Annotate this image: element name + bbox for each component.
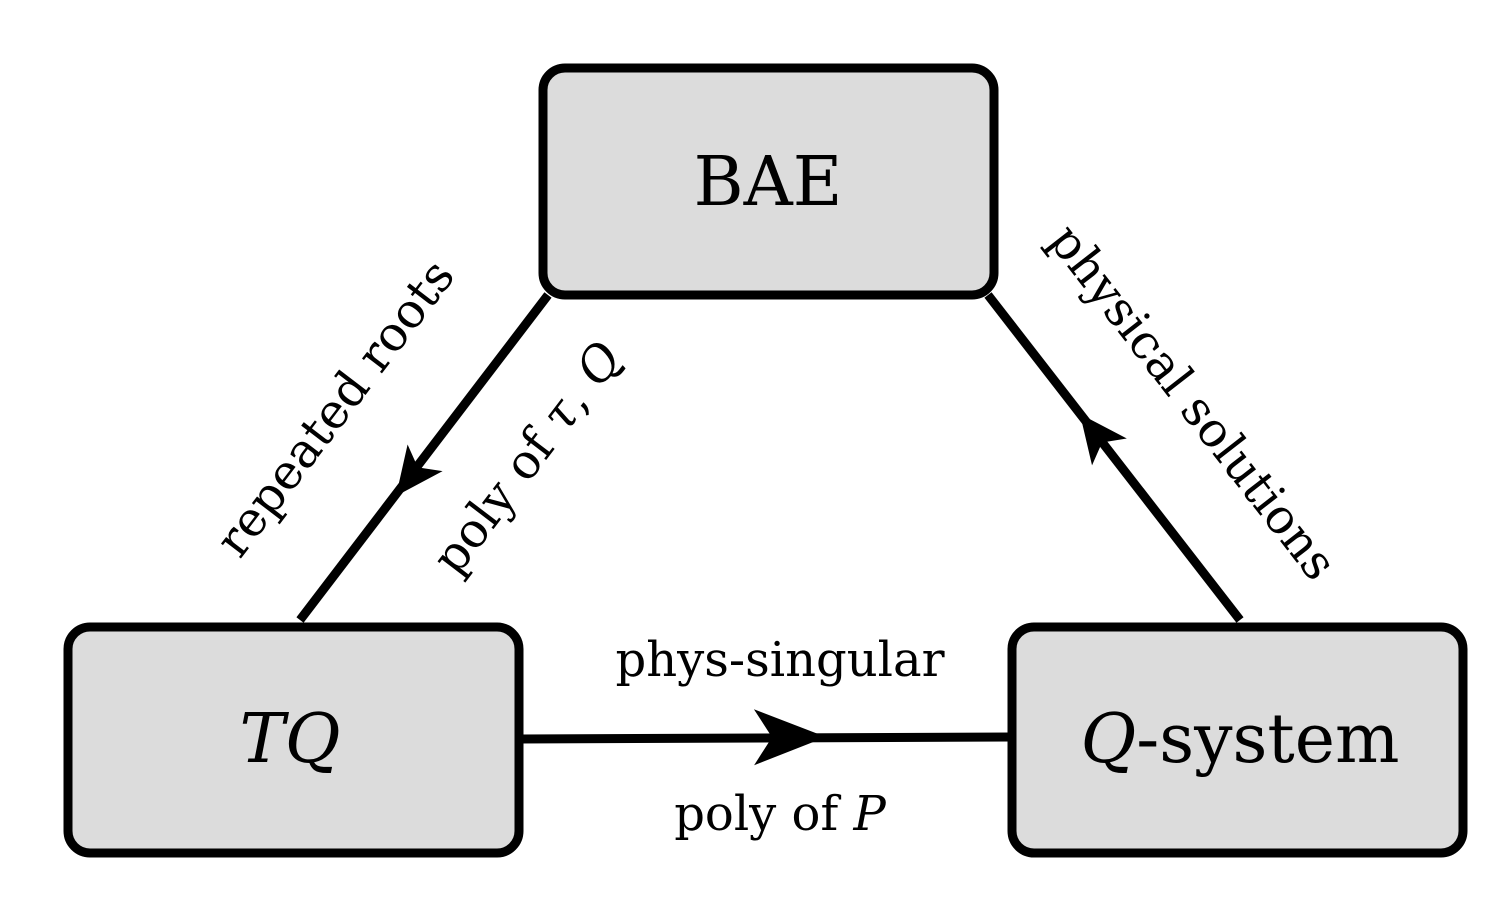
node-tq-box [63,622,524,858]
edge-label-p: P [852,786,886,842]
edge-tq-to-qsystem-line [519,732,1013,744]
edge-label-physical-solutions: physical solutions [1038,214,1348,591]
edge-label-poly-of-p-prefix: poly of [674,786,853,842]
node-bae: BAE [538,63,999,300]
node-qsystem-label-rest: -system [1136,700,1399,779]
node-qsystem: Q-system [1007,622,1468,858]
node-qsystem-label-var: Q [1081,700,1137,779]
edge-qsystem-to-bae-line [984,292,1244,623]
edge-label-poly-of-tau-q: poly of τ, Q [421,332,633,585]
edge-label-phys-singular: phys-singular [615,632,944,688]
edge-qsystem-to-bae [984,292,1244,623]
edge-tq-to-qsystem [519,709,1013,766]
edge-bae-to-tq-line [296,292,552,623]
node-tq-label: TQ [239,700,340,779]
edge-qsystem-to-bae-arrowhead [1080,414,1127,466]
edge-bae-to-tq [296,292,552,623]
edge-label-repeated-roots: repeated roots [205,249,466,567]
edge-tq-to-qsystem-arrowhead [753,709,826,766]
node-bae-label: BAE [694,143,843,222]
edge-bae-to-tq-arrowhead [396,444,443,496]
node-qsystem-label: Q-system [1081,700,1400,779]
node-qsystem-box [1007,622,1468,858]
node-bae-box [538,63,999,300]
edge-label-poly-of-p: poly of P [674,786,886,842]
node-tq: TQ [63,622,524,858]
